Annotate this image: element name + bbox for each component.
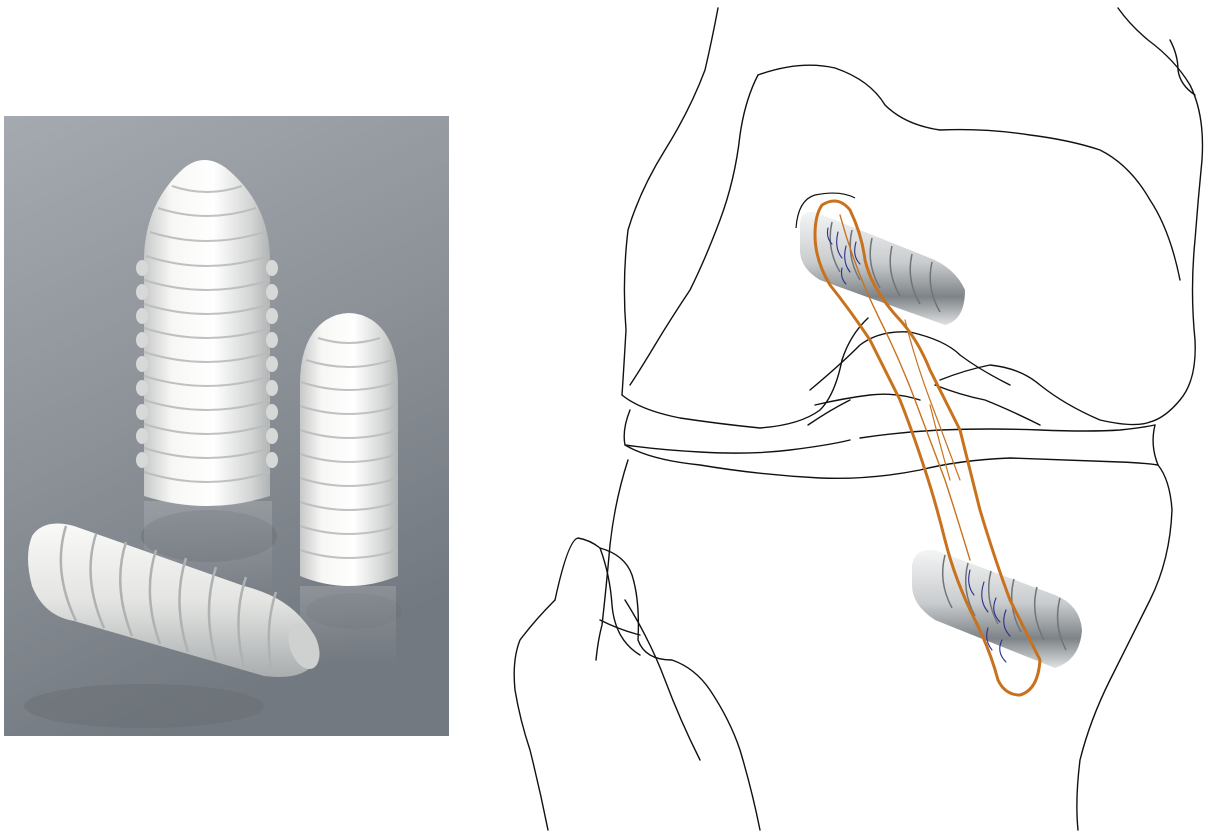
knee-diagram: [505, 0, 1211, 833]
bone-outlines: [514, 8, 1202, 830]
short-screw: [300, 313, 398, 586]
screw-photograph: [4, 116, 449, 736]
femoral-screw: [800, 212, 965, 325]
tall-screw: [136, 160, 278, 506]
